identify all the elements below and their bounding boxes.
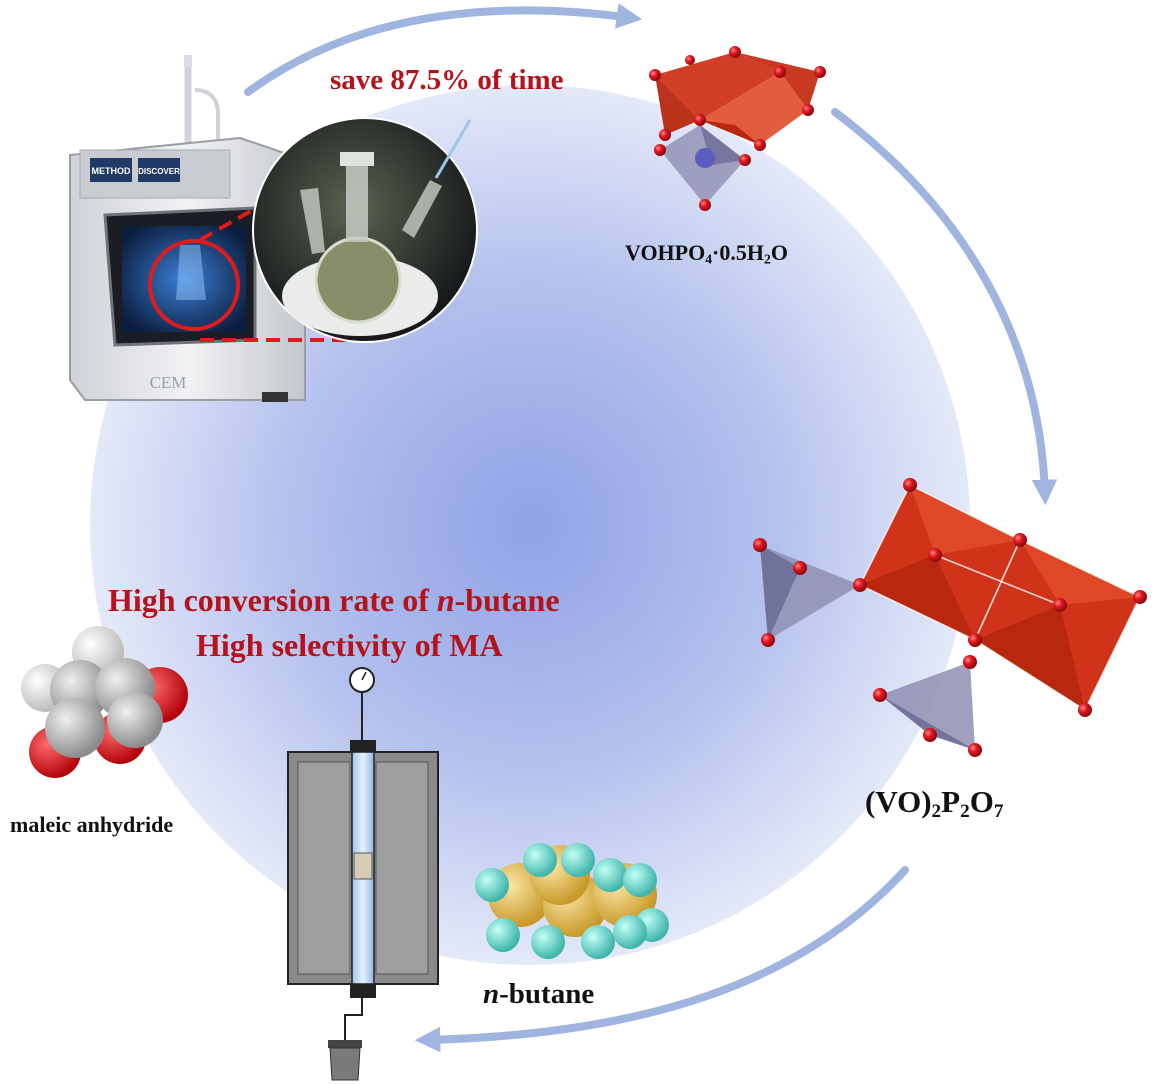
arrow-bottom xyxy=(414,866,909,1053)
conversion-label-pre: High conversion rate of xyxy=(108,582,437,618)
maleic-anhydride-label: maleic anhydride xyxy=(10,812,174,837)
precursor-label-sub2: 2 xyxy=(764,251,771,267)
vpo-label-s2: 2 xyxy=(960,800,970,822)
conversion-label: High conversion rate of n-butane xyxy=(108,582,560,619)
precursor-label-sub1: 4 xyxy=(705,251,713,267)
vpo-label-p3: O xyxy=(969,784,994,819)
n-butane-label-italic: n xyxy=(483,978,500,1010)
maleic-anhydride-molecule xyxy=(21,626,188,778)
n-butane-molecule xyxy=(475,843,669,959)
method-badge xyxy=(90,158,132,182)
precursor-label-tail: O xyxy=(770,240,788,265)
arrow-top xyxy=(244,3,643,96)
n-butane-label: n-butane xyxy=(483,978,594,1011)
precursor-label: VOHPO4·0.5H2O xyxy=(625,240,788,267)
discover-badge-text: DISCOVER xyxy=(138,167,180,176)
conversion-label-italic: n xyxy=(436,582,455,618)
highlight-circle xyxy=(148,239,240,331)
microwave-synthesizer: METHOD DISCOVER CEM xyxy=(69,55,370,402)
selectivity-label: High selectivity of MA xyxy=(196,627,503,663)
vpo-structure xyxy=(753,478,1147,757)
precursor-structure xyxy=(649,46,826,211)
conversion-label-post: -butane xyxy=(454,582,560,618)
vpo-label-s1: 2 xyxy=(931,800,942,822)
arrow-right xyxy=(831,108,1058,506)
vpo-label-p2: P xyxy=(941,784,961,819)
n-butane-label-post: -butane xyxy=(499,978,595,1010)
vpo-label-p1: (VO) xyxy=(865,784,932,819)
flask-inset xyxy=(252,117,478,343)
cem-logo: CEM xyxy=(150,373,187,392)
precursor-label-mid: ·0.5H xyxy=(712,240,764,265)
vpo-label: (VO)2P2O7 xyxy=(865,784,1003,823)
precursor-label-base: VOHPO xyxy=(625,240,706,265)
vpo-label-s3: 7 xyxy=(993,800,1004,822)
time-saving-label: save 87.5% of time xyxy=(330,64,564,96)
method-badge-text: METHOD xyxy=(92,166,131,176)
discover-badge xyxy=(138,158,180,182)
fixed-bed-reactor xyxy=(287,667,439,1081)
